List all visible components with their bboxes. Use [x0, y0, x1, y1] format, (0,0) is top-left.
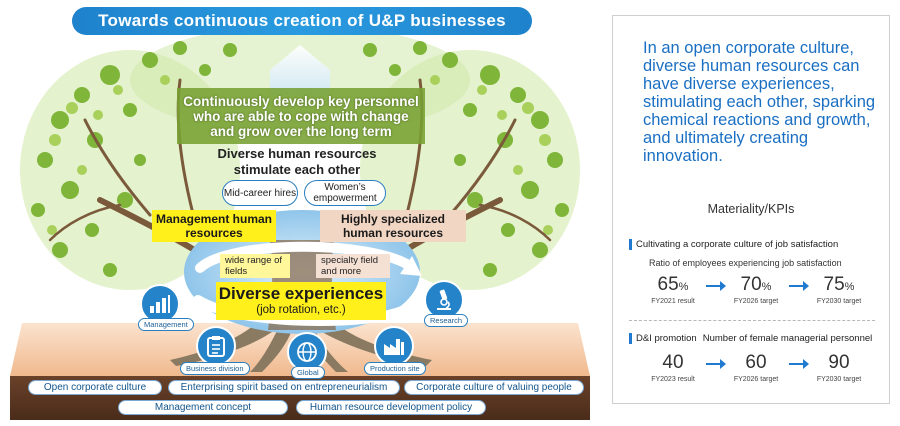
mid-career-hires-pill: Mid-career hires	[222, 180, 298, 206]
kpi1-label-fy2030: FY2030 target	[816, 298, 862, 305]
diverse-experiences-title: Diverse experiences	[218, 284, 384, 303]
culture-statement: In an open corporate culture, diverse hu…	[643, 39, 876, 165]
open-corporate-culture-pill: Open corporate culture	[28, 380, 162, 395]
management-icon-label: Management	[138, 318, 194, 331]
kpi1-subtitle: Ratio of employees experiencing job sati…	[649, 258, 842, 268]
business-division-icon-label: Business division	[180, 362, 250, 375]
kpi1-label-fy2026: FY2026 target	[733, 298, 779, 305]
tree-diagram: Towards continuous creation of U&P busin…	[10, 7, 590, 420]
materiality-title: Materiality/KPIs	[707, 202, 795, 216]
production-site-icon-label: Production site	[364, 362, 426, 375]
stimulate-heading: Diverse human resources stimulate each o…	[217, 146, 377, 177]
enterprising-spirit-pill: Enterprising spirit based on entrepreneu…	[168, 380, 400, 395]
kpi2-label-fy2030: FY2030 target	[816, 376, 862, 383]
womens-empowerment-pill: Women’s empowerment	[304, 180, 386, 206]
hr-development-policy-pill: Human resource development policy	[296, 400, 486, 415]
arrow-right-icon	[789, 359, 809, 369]
rotation-arrow	[195, 241, 415, 273]
specialized-hr-box: Highly specialized human resources	[320, 210, 466, 242]
job-rotation-subtitle: (job rotation, etc.)	[256, 304, 346, 316]
clipboard-icon	[196, 326, 236, 366]
global-icon-label: Global	[291, 366, 325, 379]
kpi2-heading-text: D&I promotion	[636, 333, 697, 344]
kpi2-label-fy2023: FY2023 result	[651, 376, 695, 383]
research-icon-label: Research	[424, 314, 469, 327]
factory-icon	[374, 326, 414, 366]
kpi2-subtitle: Number of female managerial personnel	[702, 333, 873, 344]
develop-key-personnel-box: Continuously develop key personnel who a…	[177, 88, 425, 144]
globe-icon	[287, 332, 327, 372]
sky-light	[270, 45, 330, 95]
kpi1-heading: Cultivating a corporate culture of job s…	[629, 239, 838, 250]
kpi1-value-fy2026: 70%	[740, 274, 772, 295]
specialty-field-label: specialty field and more	[316, 254, 390, 278]
kpi2-value-fy2026: 60	[745, 352, 767, 373]
arrow-right-icon	[706, 281, 726, 291]
kpi1-value-fy2030: 75%	[823, 274, 855, 295]
management-hr-box: Management human resources	[152, 210, 276, 242]
kpi2-label-fy2026: FY2026 target	[733, 376, 779, 383]
kpi1-value-fy2021: 65%	[657, 274, 689, 295]
rotation-arrowhead	[400, 256, 422, 276]
kpi2-heading: D&I promotion Number of female managerial…	[629, 333, 872, 344]
kpi1-label-fy2021: FY2021 result	[651, 298, 695, 305]
arrow-right-icon	[706, 359, 726, 369]
kpi2-value-fy2030: 90	[828, 352, 850, 373]
materiality-panel: In an open corporate culture, diverse hu…	[612, 15, 890, 404]
wide-range-label: wide range of fields	[220, 254, 290, 278]
divider	[629, 320, 875, 321]
diverse-experiences-box: Diverse experiences (job rotation, etc.)	[216, 282, 386, 320]
kpi2-value-fy2023: 40	[662, 352, 684, 373]
page-banner-title: Towards continuous creation of U&P busin…	[72, 7, 532, 35]
management-concept-pill: Management concept	[118, 400, 288, 415]
valuing-people-pill: Corporate culture of valuing people	[404, 380, 584, 395]
arrow-right-icon	[789, 281, 809, 291]
